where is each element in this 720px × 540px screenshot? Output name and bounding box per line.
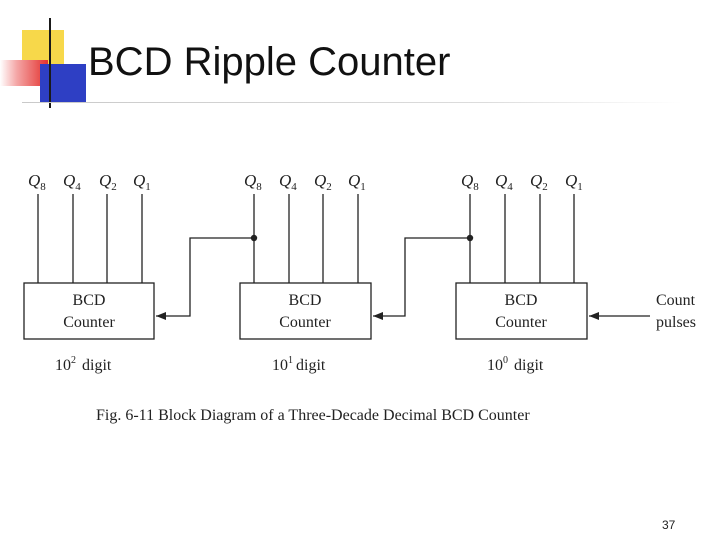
input-label-line2: pulses [656, 314, 696, 331]
output-q1-label: Q1 [133, 171, 151, 193]
input-label-line1: Count [656, 292, 696, 309]
output-lines [37, 194, 143, 283]
output-q4-label: Q4 [63, 171, 81, 193]
title-underline [22, 102, 682, 103]
counter-label-line2: Counter [495, 314, 547, 331]
output-q8-label: Q8 [461, 171, 479, 193]
output-lines [469, 194, 575, 283]
counter-label-line2: Counter [63, 314, 115, 331]
output-q4-label: Q4 [495, 171, 513, 193]
output-q8-label: Q8 [244, 171, 262, 193]
figure-caption: Fig. 6-11 Block Diagram of a Three-Decad… [96, 407, 530, 424]
page-number: 37 [662, 518, 676, 532]
count-pulses-input: Count pulses [589, 292, 696, 331]
counter-label-line1: BCD [289, 292, 322, 309]
counter-box [455, 282, 588, 340]
counter-label-line1: BCD [73, 292, 106, 309]
output-q4-label: Q4 [279, 171, 297, 193]
counter-box [23, 282, 155, 340]
output-lines [253, 194, 359, 283]
output-q1-label: Q1 [348, 171, 366, 193]
output-q8-label: Q8 [28, 171, 46, 193]
decor-blue-square [40, 64, 86, 102]
output-q2-label: Q2 [530, 171, 548, 193]
carry-wire [373, 237, 470, 320]
slide-title: BCD Ripple Counter [88, 40, 451, 84]
counter-box [239, 282, 372, 340]
output-q2-label: Q2 [99, 171, 117, 193]
ripple-connection-units-to-tens [373, 234, 474, 320]
output-q1-label: Q1 [565, 171, 583, 193]
counter-label-line1: BCD [505, 292, 538, 309]
carry-wire [156, 237, 254, 320]
decor-vertical-line [49, 18, 51, 108]
ripple-connection-tens-to-hundreds [156, 234, 258, 320]
counter-label-line2: Counter [279, 314, 331, 331]
output-q2-label: Q2 [314, 171, 332, 193]
